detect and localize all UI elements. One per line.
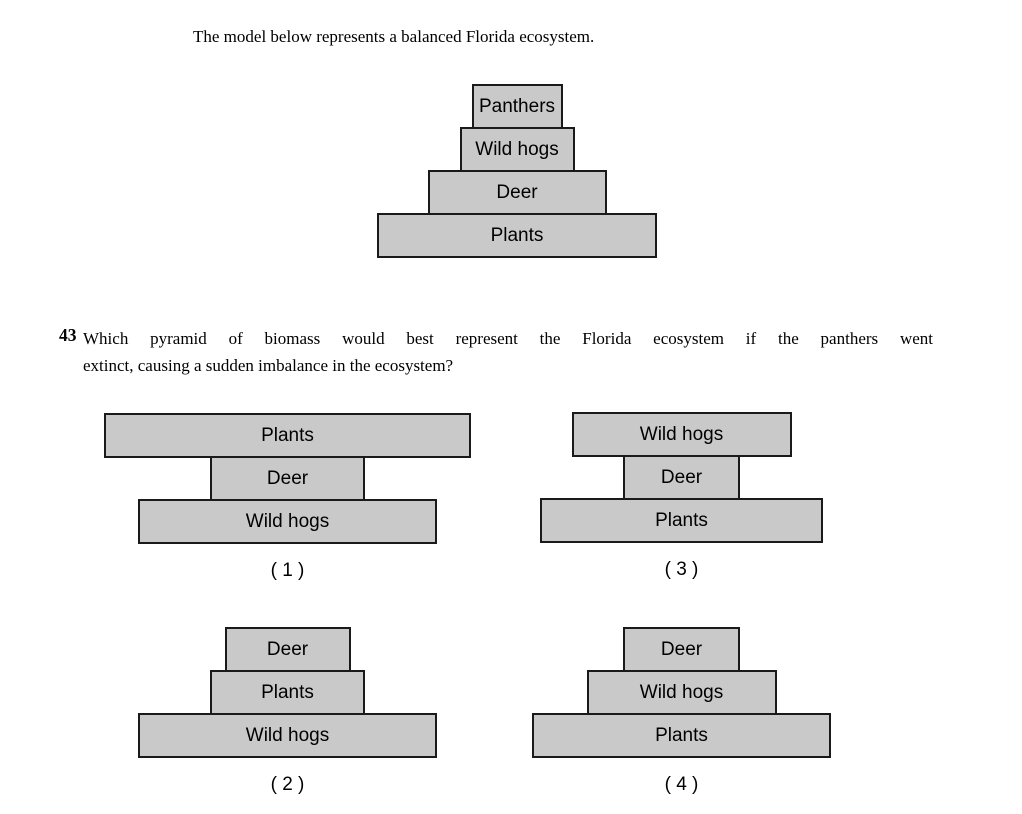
model-pyramid: Panthers Wild hogs Deer Plants [377,84,657,258]
intro-text: The model below represents a balanced Fl… [193,27,595,46]
question-text-line-2: extinct, causing a sudden imbalance in t… [83,356,454,375]
option3-level-wild-hogs: Wild hogs [571,412,792,457]
option-2-label: ( 2 ) [270,774,305,795]
model-level-panthers: Panthers [471,84,563,129]
model-level-deer: Deer [427,170,607,215]
option1-level-wild-hogs: Wild hogs [138,499,437,544]
option1-level-deer: Deer [210,456,365,501]
option4-level-wild-hogs: Wild hogs [586,670,777,715]
question-number: 43 [59,325,77,345]
answer-option-1: Plants Deer Wild hogs ( 1 ) [104,413,471,582]
option2-level-wild-hogs: Wild hogs [138,713,437,758]
option-4-label: ( 4 ) [664,774,699,795]
answer-option-2: Deer Plants Wild hogs ( 2 ) [138,627,437,796]
option-1-label: ( 1 ) [270,560,305,581]
option1-level-plants: Plants [104,413,471,458]
question-text-line-1: Which pyramid of biomass would best repr… [83,329,933,348]
option4-level-plants: Plants [532,713,831,758]
option-3-label: ( 3 ) [664,559,699,580]
option2-level-plants: Plants [210,670,365,715]
option3-level-plants: Plants [540,498,823,543]
model-level-wild-hogs: Wild hogs [459,127,575,172]
question-text: Which pyramid of biomass would best repr… [83,325,933,379]
option4-level-deer: Deer [623,627,740,672]
model-level-plants: Plants [377,213,657,258]
option3-level-deer: Deer [623,455,740,500]
answer-option-4: Deer Wild hogs Plants ( 4 ) [532,627,831,796]
answer-option-3: Wild hogs Deer Plants ( 3 ) [540,412,823,581]
option2-level-deer: Deer [224,627,351,672]
